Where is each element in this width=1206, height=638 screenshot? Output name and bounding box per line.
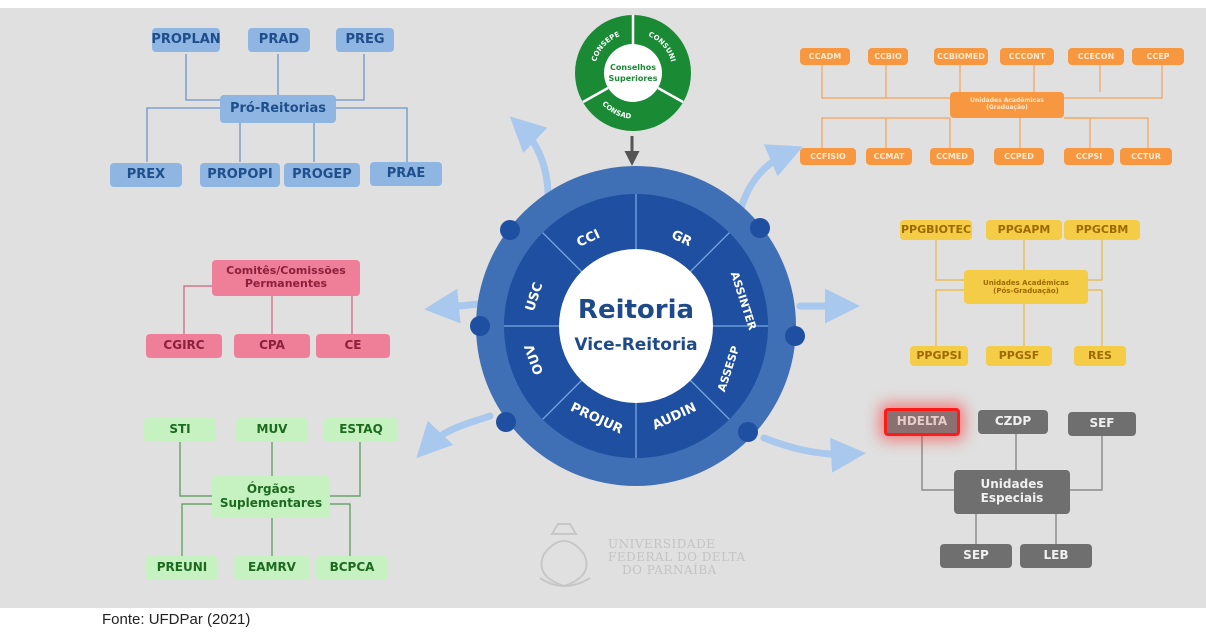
ccecon-box: CCECON <box>1068 48 1124 65</box>
ccfisio-box: CCFISIO <box>800 148 856 165</box>
ccep-box: CCEP <box>1132 48 1184 65</box>
ccbio-box: CCBIO <box>868 48 908 65</box>
university-wordmark: Universidade Federal do Delta do Parnaíb… <box>608 538 746 577</box>
sef-box: SEF <box>1068 412 1136 436</box>
preuni-box: PREUNI <box>146 556 218 580</box>
ppgcbm-box: PPGCBM <box>1064 220 1140 240</box>
res-box: RES <box>1074 346 1126 366</box>
cgirc-box: CGIRC <box>146 334 222 358</box>
orgaos-lines <box>179 442 361 556</box>
graduacao-label-line2: (Graduação) <box>986 104 1028 111</box>
ring-dots <box>470 218 805 442</box>
university-line3: do Parnaíba <box>622 563 717 577</box>
comites-label-line1: Comitês/Comissões <box>226 264 346 278</box>
ce-box: CE <box>316 334 390 358</box>
graduacao-label: Unidades Acadêmicas (Graduação) <box>950 92 1064 118</box>
ppgbiotec-box: PPGBIOTEC <box>900 220 972 240</box>
especiais-label-line2: Especiais <box>980 491 1044 505</box>
czdp-box: CZDP <box>978 410 1048 434</box>
comites-label: Comitês/Comissões Permanentes <box>212 260 360 296</box>
center-subtitle: Vice-Reitoria <box>574 335 697 355</box>
preg-box: PREG <box>336 28 394 52</box>
especiais-label: Unidades Especiais <box>954 470 1070 514</box>
progep-box: PROGEP <box>284 163 360 187</box>
sep-box: SEP <box>940 544 1012 568</box>
especiais-label-line1: Unidades <box>980 477 1044 492</box>
ccmat-box: CCMAT <box>866 148 912 165</box>
conselhos-center <box>604 44 662 102</box>
pos-graduacao-label: Unidades Acadêmicas (Pós-Graduação) <box>964 270 1088 304</box>
cctur-box: CCTUR <box>1120 148 1172 165</box>
pos-graduacao-lines <box>935 238 1103 346</box>
ring-divider <box>542 232 583 273</box>
ring-divider <box>689 379 730 420</box>
ccpsi-box: CCPSI <box>1064 148 1114 165</box>
prad-box: PRAD <box>248 28 310 52</box>
conselhos-title-line1: Conselhos <box>610 63 656 72</box>
bcpca-box: BCPCA <box>316 556 388 580</box>
university-seal <box>539 523 591 588</box>
estaq-box: ESTAQ <box>324 418 398 442</box>
hdelta-box[interactable]: HDELTA <box>884 408 960 436</box>
hub-center <box>559 249 713 403</box>
prae-box: PRAE <box>370 162 442 186</box>
ccbiomed-box: CCBIOMED <box>934 48 988 65</box>
ppgsf-box: PPGSF <box>986 346 1052 366</box>
ring-divider <box>542 379 583 420</box>
graduacao-lines <box>821 65 1163 148</box>
orgaos-label-line1: Órgãos <box>246 482 296 497</box>
university-line1: Universidade <box>608 537 716 551</box>
graduacao-label-line1: Unidades Acadêmicas <box>970 97 1044 105</box>
eamrv-box: EAMRV <box>234 556 310 580</box>
comites-label-line2: Permanentes <box>244 277 328 290</box>
ccped-box: CCPED <box>994 148 1044 165</box>
leb-box: LEB <box>1020 544 1092 568</box>
university-line2: Federal do Delta <box>608 550 746 564</box>
conselhos-dividers <box>582 15 684 104</box>
muv-box: MUV <box>236 418 308 442</box>
hub-dividers <box>504 194 768 458</box>
cpa-box: CPA <box>234 334 310 358</box>
connector-lines: CONSEPE CONSUNI CONSAD Conselhos Superio… <box>146 15 1163 588</box>
cccont-box: CCCONT <box>1000 48 1054 65</box>
ppgpsi-box: PPGPSI <box>910 346 968 366</box>
source-caption: Fonte: UFDPar (2021) <box>102 611 251 628</box>
orgaos-label: Órgãos Suplementares <box>212 476 330 518</box>
pos-graduacao-label-line2: (Pós-Graduação) <box>993 287 1059 295</box>
proplan-box: PROPLAN <box>151 28 221 52</box>
pos-graduacao-label-line1: Unidades Acadêmicas <box>983 278 1069 287</box>
org-chart: CONSEPE CONSUNI CONSAD Conselhos Superio… <box>0 8 1206 608</box>
ppgapm-box: PPGAPM <box>986 220 1062 240</box>
pro-reitorias-label: Pró-Reitorias <box>220 95 336 123</box>
propopi-box: PROPOPI <box>200 163 280 187</box>
conselhos-title-line2: Superiores <box>609 74 658 83</box>
sti-box: STI <box>144 418 216 442</box>
center-title: Reitoria <box>578 295 694 325</box>
ring-divider <box>689 232 730 273</box>
prex-box: PREX <box>110 163 182 187</box>
pro-reitorias-lines <box>146 54 408 162</box>
ccmed-box: CCMED <box>930 148 974 165</box>
ccadm-box: CCADM <box>800 48 850 65</box>
orgaos-label-line2: Suplementares <box>219 496 323 510</box>
